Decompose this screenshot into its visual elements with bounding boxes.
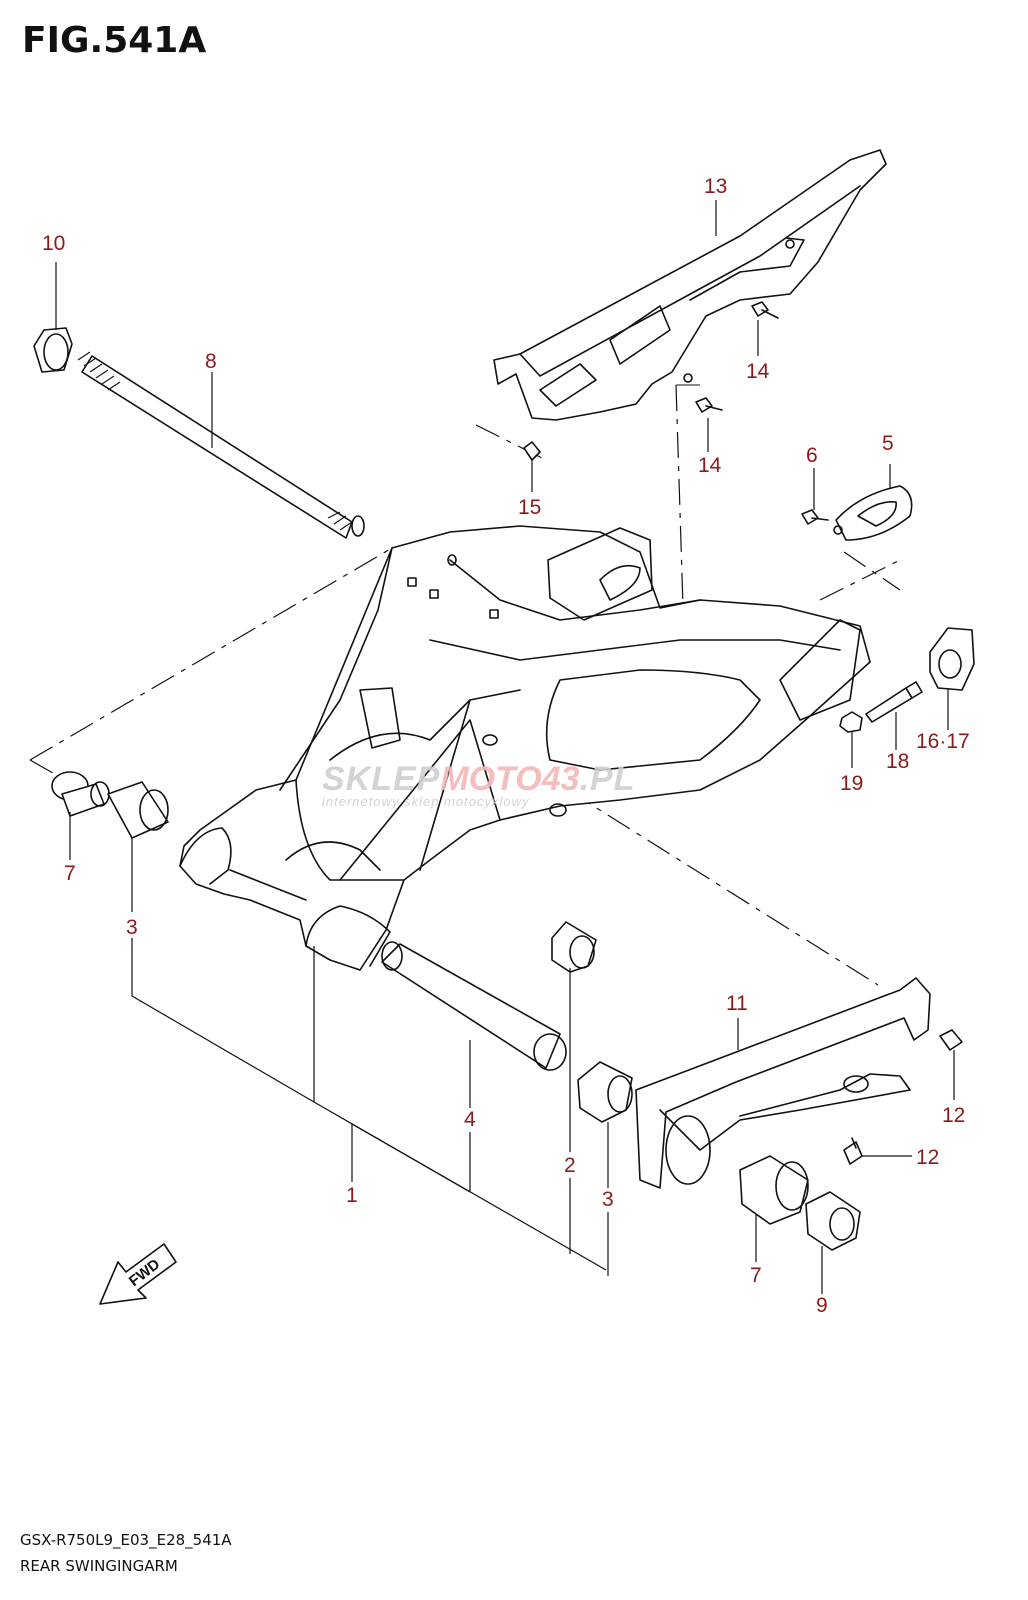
bushing-7-left[interactable] <box>51 771 110 817</box>
callout-19: 19 <box>840 772 863 795</box>
bolt-12-lower[interactable] <box>843 1137 863 1165</box>
bolt-12-upper[interactable] <box>939 1029 963 1051</box>
swingarm-nut[interactable] <box>805 1191 861 1251</box>
bolt-14-lower[interactable] <box>695 397 723 413</box>
watermark: SKLEPMOTO43.PL internetowy sklep motocyk… <box>322 760 635 809</box>
callout-16-17: 16·17 <box>916 730 970 753</box>
callout-6: 6 <box>806 444 818 467</box>
callout-3-right: 3 <box>602 1188 614 1211</box>
bolt-6[interactable] <box>801 509 829 525</box>
adjuster-block[interactable] <box>929 627 975 691</box>
callout-9: 9 <box>816 1294 828 1317</box>
adjuster-nut[interactable] <box>839 711 863 733</box>
bearing-3-right[interactable] <box>577 1061 633 1123</box>
callout-15: 15 <box>518 496 541 519</box>
figure-name: REAR SWINGINGARM <box>20 1557 178 1575</box>
pivot-axle[interactable] <box>77 351 365 539</box>
bearing-3-left[interactable] <box>107 781 169 839</box>
callout-1: 1 <box>346 1184 358 1207</box>
callout-numbers: 10 8 13 14 14 15 6 5 16·17 18 19 7 3 11 … <box>42 175 970 1317</box>
callout-13: 13 <box>704 175 727 198</box>
callout-4: 4 <box>464 1108 476 1131</box>
leader-lines <box>55 200 955 1294</box>
callout-2: 2 <box>564 1154 576 1177</box>
adjuster-bolt[interactable] <box>865 681 923 723</box>
axle-nut[interactable] <box>33 327 73 373</box>
watermark-tagline: internetowy sklep motocyklowy <box>322 794 530 809</box>
chain-buffer[interactable] <box>635 977 931 1189</box>
callout-12-lower: 12 <box>916 1146 939 1169</box>
chain-adjuster-plate[interactable] <box>833 485 913 541</box>
callout-8: 8 <box>205 350 217 373</box>
figure-title: FIG.541A <box>22 20 207 61</box>
needle-bearing[interactable] <box>551 921 597 973</box>
pivot-pipe[interactable] <box>381 941 567 1071</box>
callout-11: 11 <box>726 992 748 1015</box>
callout-7-right: 7 <box>750 1264 762 1287</box>
callout-5: 5 <box>882 432 894 455</box>
svg-text:SKLEPMOTO43.PL: SKLEPMOTO43.PL <box>322 760 635 798</box>
fwd-arrow-icon: FWD <box>99 1243 177 1305</box>
chain-guard[interactable] <box>493 149 887 421</box>
callout-7-left: 7 <box>64 862 76 885</box>
model-code: GSX-R750L9_E03_E28_541A <box>20 1531 232 1549</box>
bolt-14-upper[interactable] <box>751 301 779 319</box>
swingarm-body[interactable] <box>179 525 871 971</box>
clip-15[interactable] <box>523 441 541 461</box>
callout-10: 10 <box>42 232 65 255</box>
callout-12-upper: 12 <box>942 1104 965 1127</box>
bushing-7-right[interactable] <box>739 1155 809 1225</box>
callout-14-upper: 14 <box>746 360 770 383</box>
callout-3-left: 3 <box>126 916 138 939</box>
callout-18: 18 <box>886 750 909 773</box>
callout-14-lower: 14 <box>698 454 722 477</box>
